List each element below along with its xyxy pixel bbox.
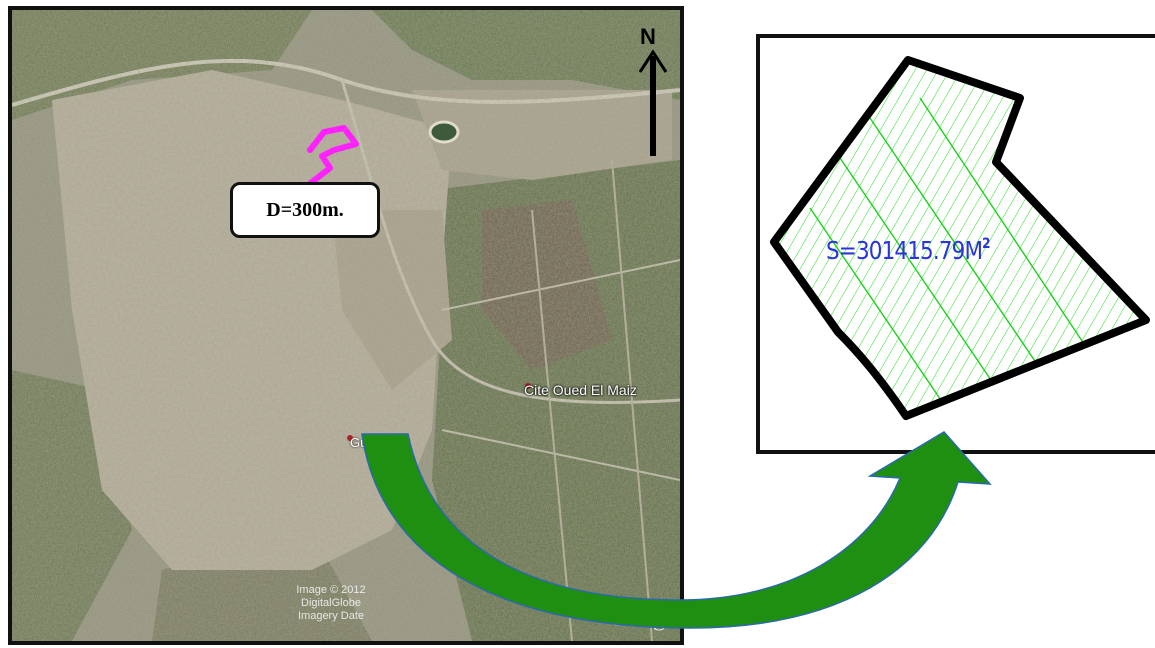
north-label: N	[640, 24, 656, 49]
credit-line-1: Image © 2012 DigitalGlobe	[296, 584, 366, 609]
route-line	[301, 125, 359, 193]
distance-callout: D=300m.	[230, 182, 380, 238]
area-value: S=301415.79M	[826, 236, 983, 265]
distance-label: D=300m.	[266, 198, 344, 221]
map-watermark: Goog	[608, 602, 666, 631]
parcel-plot	[770, 56, 1150, 420]
imagery-credit: Image © 2012 DigitalGlobe Imagery Date	[266, 584, 396, 623]
parcel-plot-panel: S=301415.79M2	[756, 34, 1155, 454]
place-label: Cite Oued El Maiz	[524, 382, 637, 398]
satellite-map-panel: N D=300m. Cite Oued El Maiz Gu Image © 2…	[8, 6, 684, 645]
credit-line-2: Imagery Date	[297, 610, 365, 622]
place-label-partial: Gu	[350, 435, 368, 450]
area-label: S=301415.79M2	[826, 236, 991, 265]
satellite-image	[12, 10, 680, 641]
parcel-boundary	[770, 56, 1150, 420]
parcel-hatch	[774, 60, 1146, 416]
area-unit-superscript: 2	[982, 236, 990, 252]
place-marker	[525, 383, 531, 389]
